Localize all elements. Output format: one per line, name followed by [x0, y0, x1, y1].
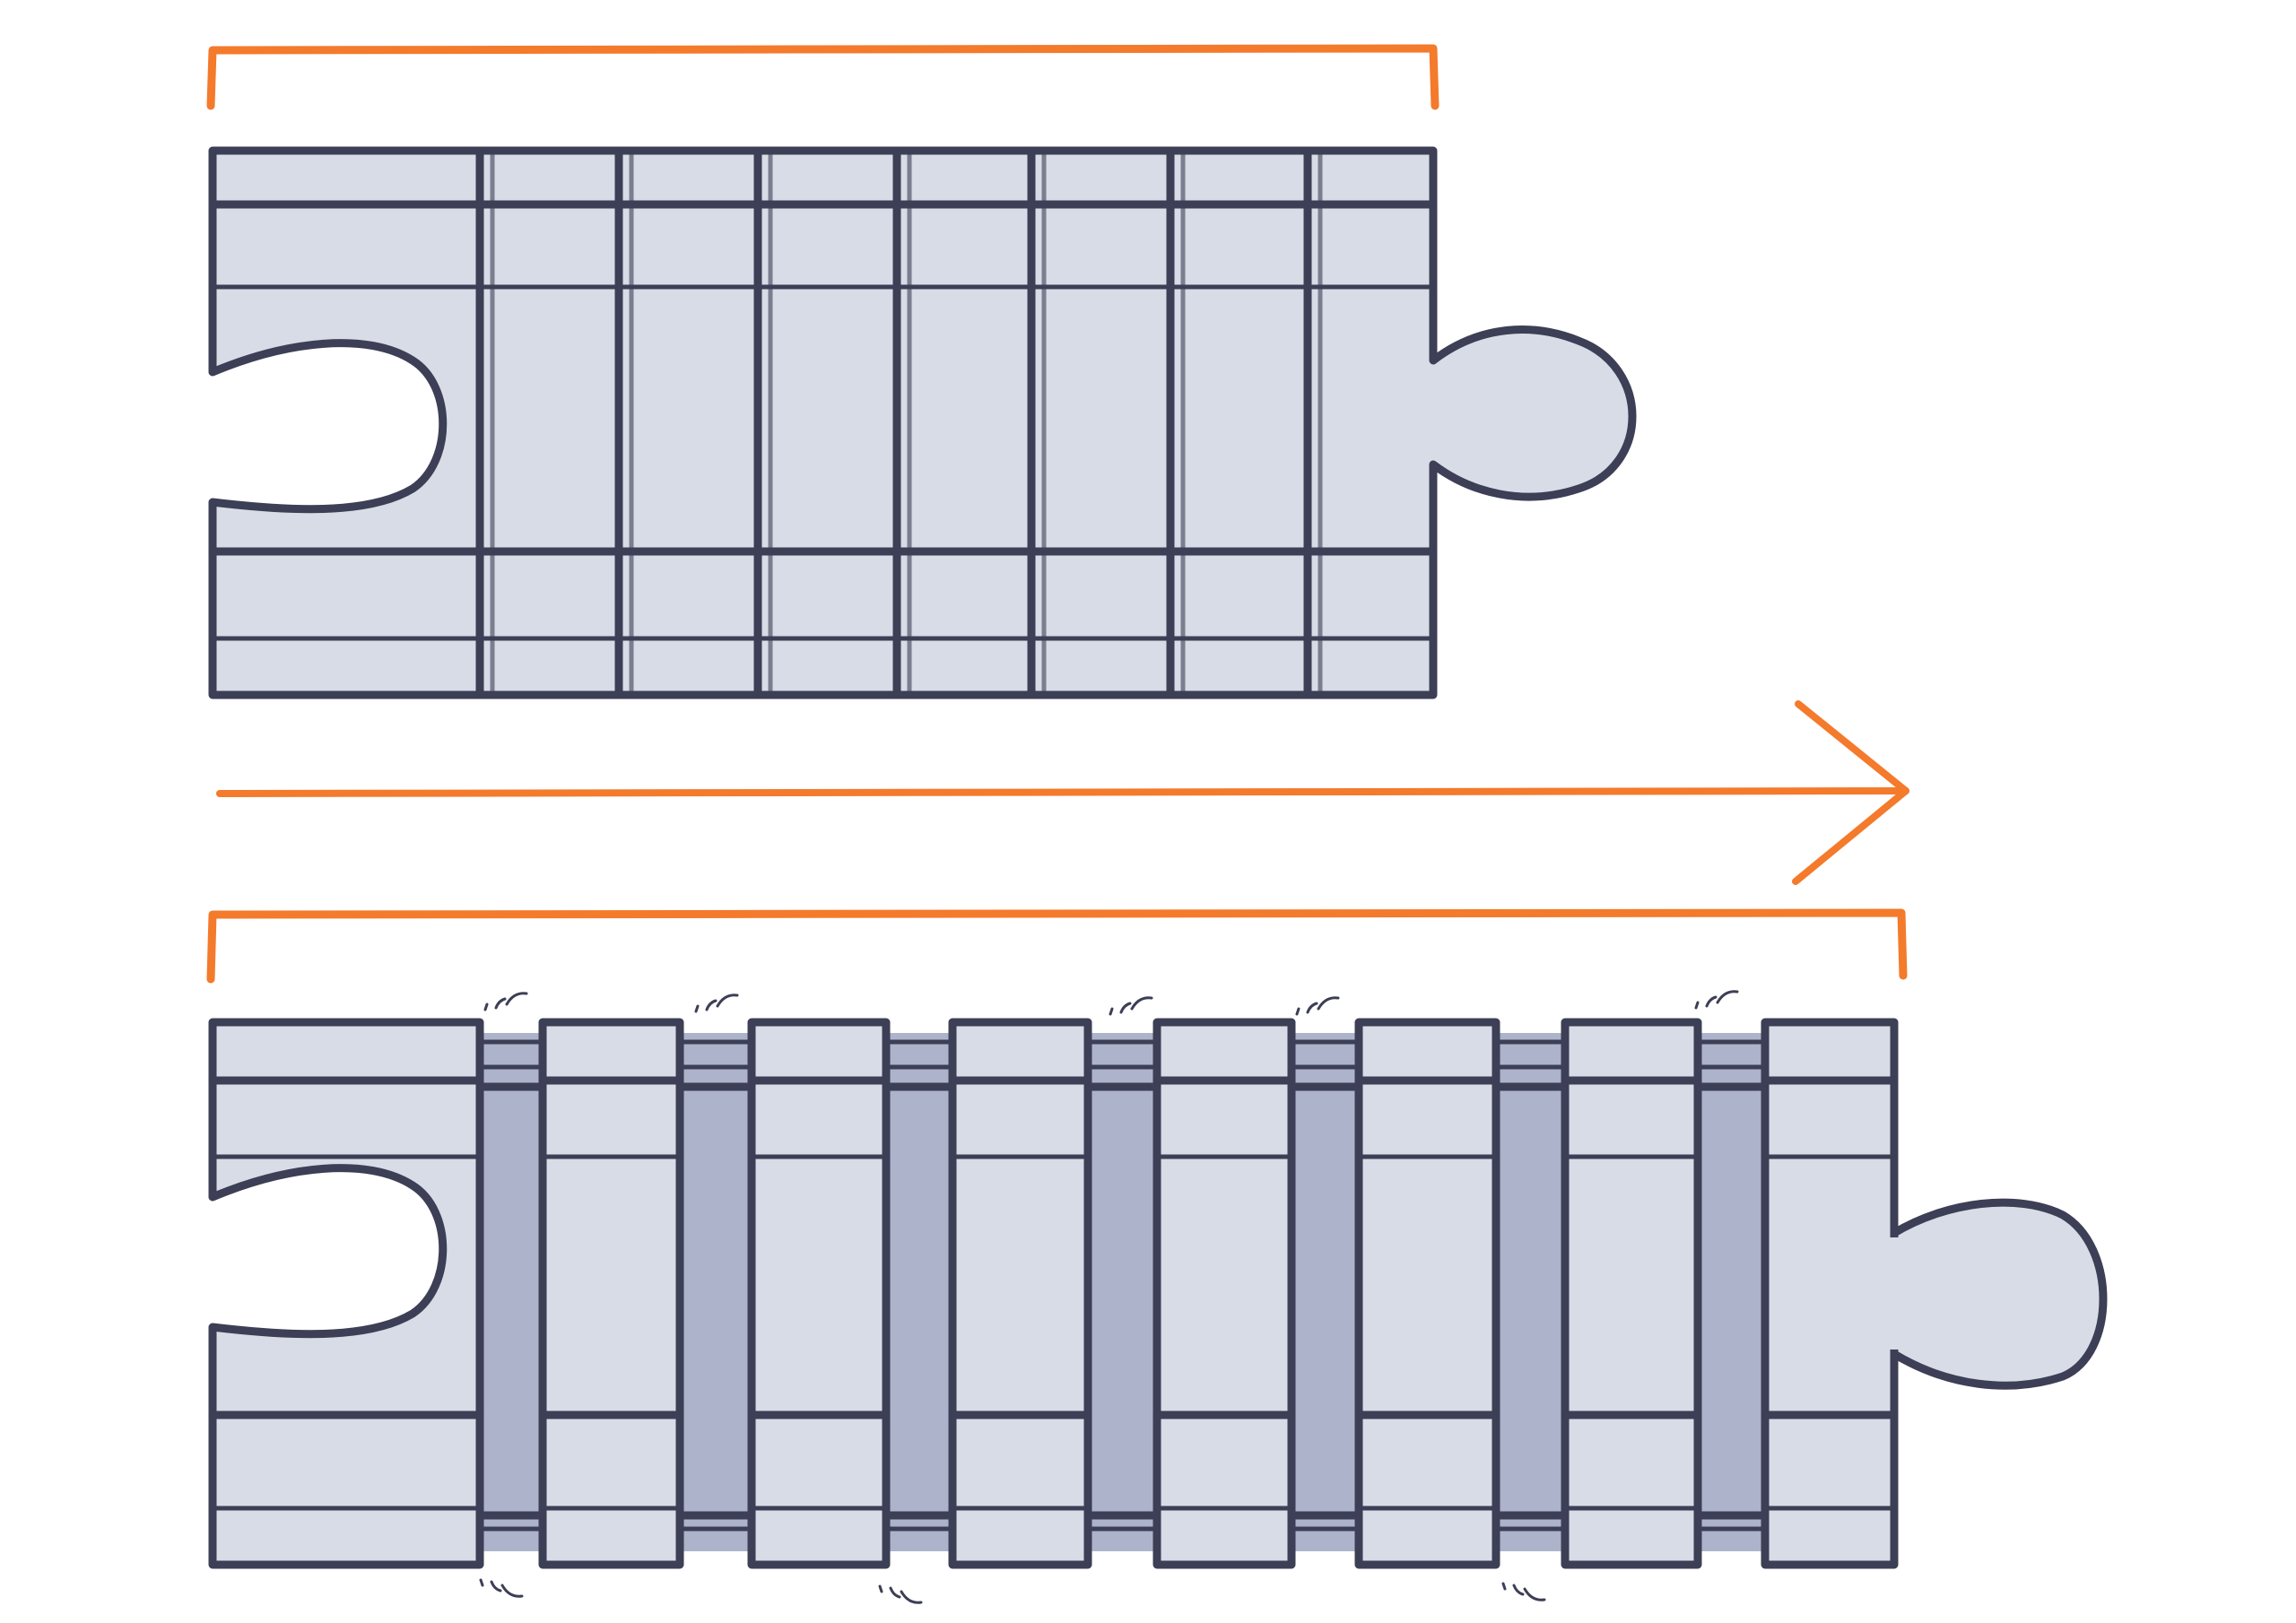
tick-stroke [479, 1578, 484, 1587]
tick-stroke [500, 1584, 524, 1598]
gap-segment [1292, 1033, 1359, 1551]
bottom-segment [747, 1018, 891, 1569]
tick-stroke [1716, 990, 1739, 1004]
gap-segment [1088, 1033, 1157, 1551]
tick-stroke [494, 997, 507, 1010]
gap-segment [480, 1033, 543, 1551]
tick-stroke [1694, 1001, 1700, 1010]
tick-stroke [900, 1590, 923, 1604]
stretch-tick-icon [479, 1578, 524, 1598]
bottom-track-piece [208, 990, 2108, 1604]
tick-stroke [878, 1584, 883, 1593]
bottom-segment-notch [208, 1018, 484, 1569]
bottom-segment [538, 1018, 684, 1569]
bottom-segments [208, 1018, 1899, 1569]
gap-segment [886, 1033, 952, 1551]
gap-segment [1496, 1033, 1565, 1551]
tick-stroke [1523, 1587, 1546, 1601]
tick-stroke [1317, 996, 1340, 1011]
tick-stroke [889, 1586, 901, 1599]
tick-stroke [1109, 1007, 1114, 1016]
tick-stroke [483, 1002, 489, 1011]
top-track-piece [208, 146, 1637, 699]
tick-stroke [1512, 1584, 1525, 1596]
bottom-segment [948, 1018, 1092, 1569]
tick-stroke [1119, 1002, 1132, 1014]
bottom-segment [1152, 1018, 1296, 1569]
bottom-length-bracket [206, 908, 1908, 984]
arrow-head [1792, 700, 1909, 885]
bottom-segment [1761, 1018, 1899, 1569]
tick-stroke [1306, 1002, 1318, 1014]
bottom-segment [1561, 1018, 1702, 1569]
stretch-tick-icon [1501, 1582, 1546, 1601]
tick-stroke [694, 1004, 700, 1013]
tick-stroke [1501, 1582, 1507, 1591]
stretch-tick-icon [483, 992, 528, 1011]
tick-stroke [716, 994, 739, 1008]
arrow-shaft [216, 787, 1909, 797]
top-track-body [208, 146, 1637, 699]
peg-seam-cover [1888, 1237, 1899, 1350]
arrow-right-icon [216, 700, 1909, 885]
gap-segment [1698, 1033, 1765, 1551]
bottom-segment [1354, 1018, 1500, 1569]
top-sleeper-lines [475, 150, 1323, 696]
tick-stroke [1130, 996, 1153, 1011]
stretch-tick-icon [1694, 990, 1739, 1010]
bottom-peg-connector [1890, 1198, 2108, 1390]
tick-stroke [490, 1580, 502, 1593]
bottom-gap-segments [475, 1033, 1770, 1551]
tick-stroke [705, 999, 718, 1011]
tick-stroke [1705, 995, 1718, 1008]
stretch-tick-icon [1295, 996, 1340, 1016]
stretch-tick-icon [878, 1584, 923, 1604]
stretch-tick-icon [1109, 996, 1153, 1016]
top-length-bracket [206, 44, 1439, 110]
tick-stroke [1295, 1007, 1300, 1016]
stretch-tick-marks [479, 990, 1739, 1604]
stretch-tick-icon [694, 994, 739, 1013]
tick-stroke [505, 992, 528, 1006]
gap-segment [680, 1033, 752, 1551]
